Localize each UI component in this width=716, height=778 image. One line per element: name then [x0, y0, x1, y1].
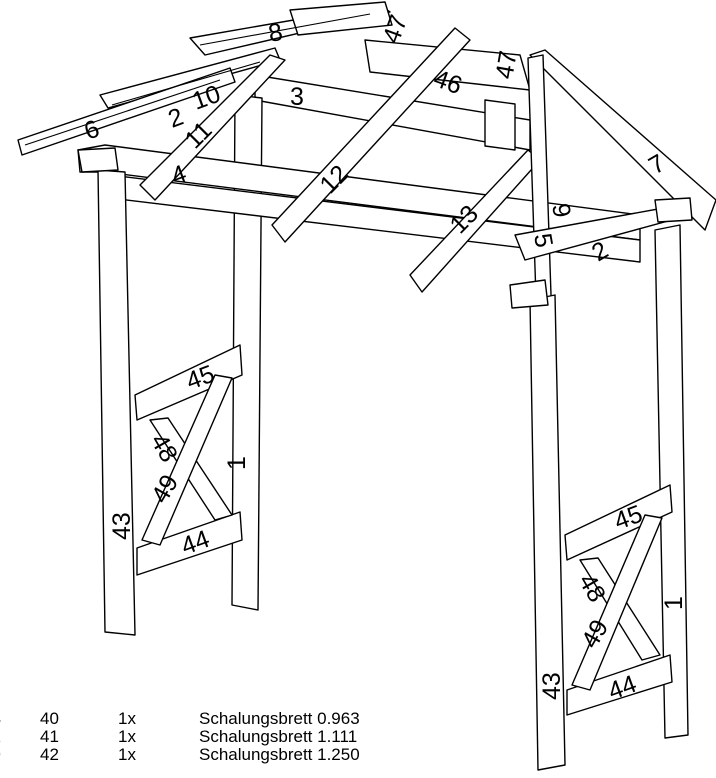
rafter-11 — [139, 54, 286, 201]
part-label-5: 5 — [528, 231, 558, 250]
quantity: 1x — [118, 745, 136, 764]
part-label-8: 8 — [266, 18, 285, 48]
back-post-left — [231, 94, 263, 611]
part-label-43-left: 43 — [108, 512, 136, 540]
part-name: Schalungsbrett 0.963 — [199, 709, 360, 728]
part-label-43-right: 43 — [538, 672, 566, 700]
position-number: 41 — [40, 727, 59, 746]
part-number: 19 — [0, 746, 1, 764]
grain-line — [111, 61, 261, 106]
grain-line — [199, 13, 371, 46]
back-post-right — [654, 224, 689, 739]
brace-49-right — [571, 514, 663, 691]
center-block — [484, 99, 516, 151]
brace-45-right — [564, 484, 673, 561]
part-number: 91 — [0, 728, 1, 746]
post-cap-front-right — [509, 279, 549, 309]
part-name: Schalungsbrett 1.111 — [199, 727, 358, 746]
rafter-7 — [529, 49, 716, 231]
part-label-1-right: 1 — [660, 596, 688, 610]
grain-line — [24, 79, 221, 146]
post-cap-back-right — [654, 197, 693, 223]
part-number: 14 — [0, 710, 1, 728]
ridge-board-47-left — [289, 1, 393, 36]
brace-49-left — [141, 374, 233, 546]
quantity: 1x — [118, 709, 136, 728]
quantity: 1x — [118, 727, 136, 746]
position-number: 42 — [40, 745, 59, 764]
front-post-left — [97, 169, 136, 636]
part-label-1-left: 1 — [223, 456, 251, 470]
brace-44-right — [566, 654, 673, 716]
brace-44-left — [136, 511, 243, 576]
part-label-3: 3 — [290, 83, 304, 111]
rafter-12 — [271, 27, 471, 243]
position-number: 40 — [40, 709, 59, 728]
brace-45-left — [134, 344, 243, 421]
post-cap-front-left — [77, 147, 119, 173]
part-name: Schalungsbrett 1.250 — [199, 745, 360, 764]
part-label-47: 47 — [490, 49, 522, 81]
part-label-9: 9 — [546, 201, 576, 220]
